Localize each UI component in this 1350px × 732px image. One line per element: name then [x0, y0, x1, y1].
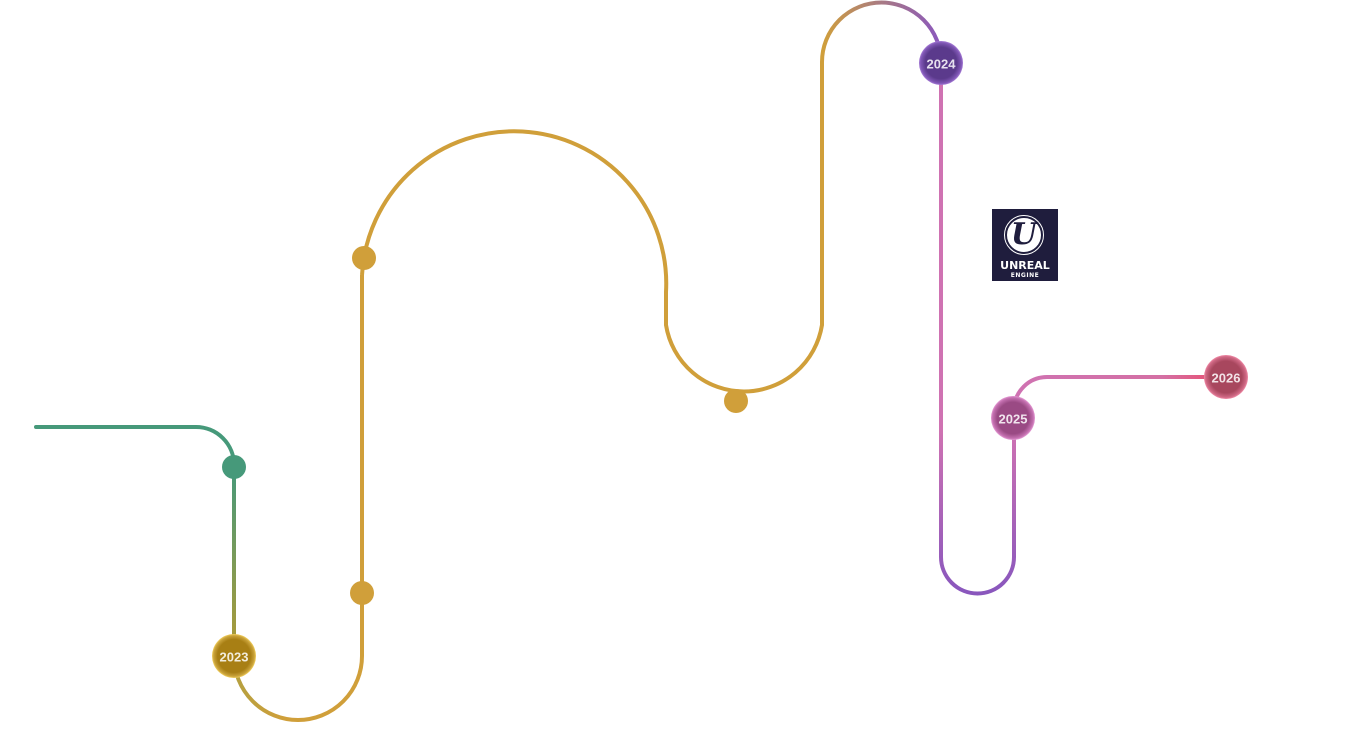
milestone-2023-label: 2023	[220, 650, 249, 665]
milestone-2023-circle	[212, 634, 256, 678]
timeline-dot-green[interactable]	[222, 455, 246, 479]
unreal-engine-emblem-icon: U	[1002, 213, 1046, 257]
milestone-2026-label: 2026	[1212, 371, 1241, 386]
unreal-engine-logo: U UNREAL ENGINE	[992, 209, 1058, 281]
path-segment-2023-bottom-curve	[232, 275, 364, 722]
unreal-engine-subtitle: ENGINE	[1010, 272, 1040, 279]
milestone-2025-circle	[991, 396, 1035, 440]
milestone-2025-label: 2025	[999, 412, 1028, 427]
timeline-dot-gold-2[interactable]	[352, 246, 376, 270]
path-segment-to-2024	[820, 0, 943, 63]
path-segment-to-2026	[1012, 375, 1226, 418]
path-segment-start	[34, 425, 236, 467]
path-segment-big-arc	[360, 62, 824, 394]
milestone-2026[interactable]: 2026	[1204, 355, 1248, 399]
unreal-engine-wordmark: UNREAL	[1000, 259, 1050, 272]
unreal-engine-glyph: U	[1010, 217, 1038, 252]
milestone-2024[interactable]: 2024	[919, 41, 963, 85]
path-segment-2024-down	[939, 62, 1016, 596]
milestone-2024-label: 2024	[927, 57, 957, 72]
milestone-2023[interactable]: 2023	[212, 634, 256, 678]
timeline-dot-gold-3[interactable]	[724, 389, 748, 413]
timeline-dot-gold-1[interactable]	[350, 581, 374, 605]
milestone-2024-circle	[919, 41, 963, 85]
milestone-2026-circle	[1204, 355, 1248, 399]
milestone-2025[interactable]: 2025	[991, 396, 1035, 440]
